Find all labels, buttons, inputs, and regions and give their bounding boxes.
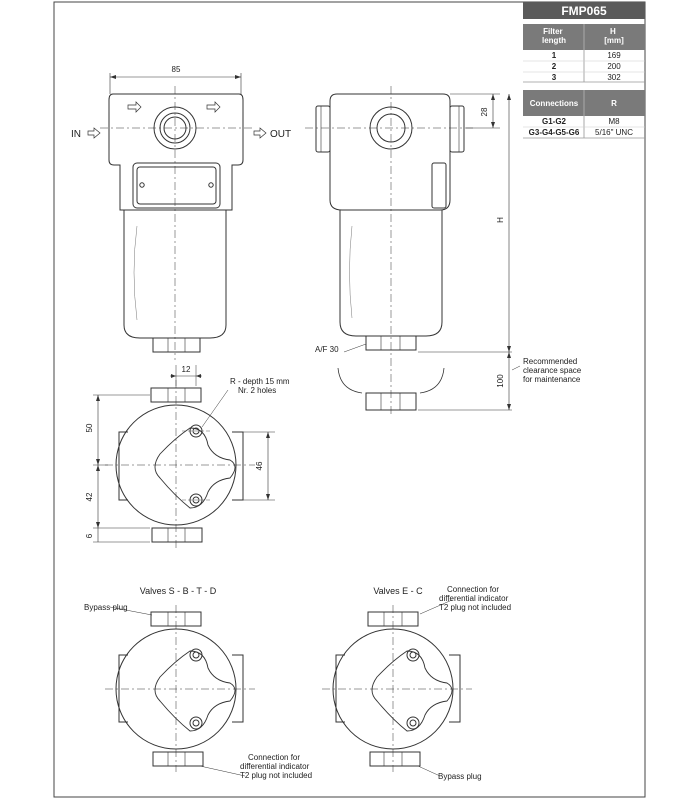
valves-left-bypass: Bypass plug	[84, 603, 128, 612]
valves-left-title: Valves S - B - T - D	[140, 586, 217, 596]
dim-6: 6	[85, 533, 94, 538]
row3-length: 3	[552, 73, 557, 82]
dim-h: H	[496, 217, 505, 223]
dim-46: 46	[255, 461, 264, 470]
length-rows: 1 169 2 200 3 302	[523, 51, 645, 83]
dim-28: 28	[480, 107, 489, 116]
drawing-frame	[53, 1, 646, 798]
header-h: H [mm]	[604, 27, 624, 45]
top-view	[93, 365, 275, 548]
dim-50: 50	[85, 423, 94, 432]
front-view	[87, 73, 267, 360]
outlet-label: OUT	[270, 129, 291, 140]
table-title: FMP065	[561, 4, 607, 18]
valves-right-view	[322, 599, 472, 777]
valves-right-connection-note: Connection for differential indicator T2…	[439, 585, 511, 612]
dim-12: 12	[182, 365, 191, 374]
clearance-note: Recommended clearance space for maintena…	[523, 357, 584, 384]
dim-100: 100	[496, 374, 505, 388]
valves-left-connection-note: Connection for differential indicator T2…	[240, 753, 312, 780]
header-h-line1: H	[610, 27, 616, 36]
clearance-line1: Recommended	[523, 357, 577, 366]
table-title-bar	[523, 2, 645, 19]
row1-h: 169	[607, 51, 621, 60]
hole-note-line2: Nr. 2 holes	[238, 386, 276, 395]
clearance-line2: clearance space	[523, 366, 582, 375]
side-view	[305, 86, 521, 415]
row1-length: 1	[552, 51, 557, 60]
conn-row1-a: G1-G2	[542, 117, 567, 126]
clearance-line3: for maintenance	[523, 375, 581, 384]
conn-row2-a: G3-G4-G5-G6	[529, 128, 580, 137]
hole-note-line1: R - depth 15 mm	[230, 377, 290, 386]
valves-right-title: Valves E - C	[373, 586, 423, 596]
dim-42: 42	[85, 492, 94, 501]
inlet-label: IN	[71, 129, 81, 140]
header-r: R	[611, 99, 617, 108]
valves-left-view	[105, 605, 255, 777]
af-30-label: A/F 30	[315, 345, 339, 354]
row3-h: 302	[607, 73, 621, 82]
header-filter-line2: length	[542, 36, 566, 45]
valves-right-bypass: Bypass plug	[438, 772, 482, 781]
row2-length: 2	[552, 62, 557, 71]
header-filter-line1: Filter	[543, 27, 563, 36]
row2-h: 200	[607, 62, 621, 71]
conn-row1-b: M8	[608, 117, 620, 126]
header-h-line2: [mm]	[604, 36, 624, 45]
header-connections: Connections	[530, 99, 579, 108]
header-filter: Filter length	[542, 27, 566, 45]
conn-row2-b: 5/16" UNC	[595, 128, 633, 137]
hole-note: R - depth 15 mm Nr. 2 holes	[230, 377, 292, 395]
spec-table: FMP065 Filter length H [mm] 1 169 2 200 …	[523, 2, 645, 139]
dim-width-85: 85	[172, 65, 181, 74]
